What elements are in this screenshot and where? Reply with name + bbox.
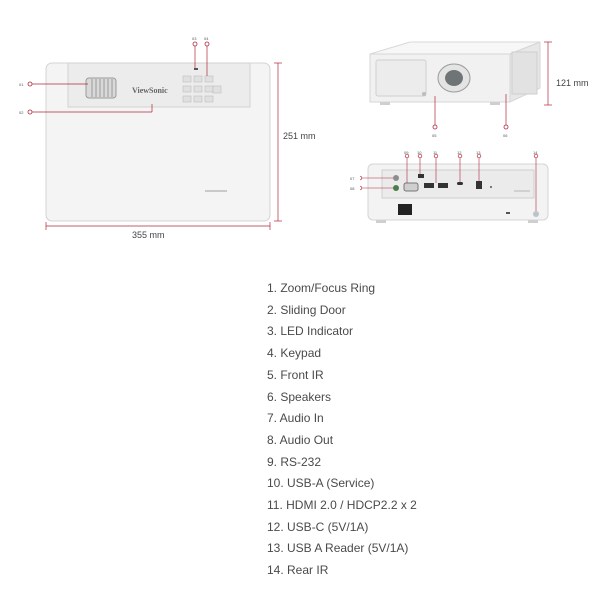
rear-logo-mark xyxy=(514,190,530,192)
callout-label-13: 13 xyxy=(476,150,481,155)
callout-label-07: 07 xyxy=(350,176,355,181)
hdmi-port-1 xyxy=(424,183,434,188)
feature-item: 14. Rear IR xyxy=(267,563,329,578)
callout-dot-07 xyxy=(360,175,363,181)
brand-logo-top: ViewSonic xyxy=(132,86,168,95)
callout-dot-12 xyxy=(457,153,463,159)
speaker-grille-front xyxy=(375,59,427,97)
feature-item: 11. HDMI 2.0 / HDCP2.2 x 2 xyxy=(267,498,417,513)
usb-c-port xyxy=(457,182,463,185)
lens-glass xyxy=(445,70,463,86)
power-socket xyxy=(398,204,412,215)
callout-dot-02 xyxy=(27,109,33,115)
feature-item: 8. Audio Out xyxy=(267,432,334,447)
front-foot-left xyxy=(380,102,390,105)
reset-hole xyxy=(490,186,492,188)
callout-label-05: 05 xyxy=(432,133,437,138)
callout-dot-03 xyxy=(192,41,198,47)
usb-a-service-port xyxy=(418,174,424,178)
rear-foot-left xyxy=(376,220,386,223)
rear-foot-right xyxy=(528,220,538,223)
feature-item: 7. Audio In xyxy=(267,411,324,426)
callout-dot-09 xyxy=(404,153,410,159)
depth-dimension-label: 251 mm xyxy=(283,131,316,141)
speaker-grille-side xyxy=(511,51,538,95)
feature-item: 6. Speakers xyxy=(267,389,332,404)
feature-item: 9. RS-232 xyxy=(267,454,322,469)
usb-a-reader-port xyxy=(476,181,482,189)
feature-item: 1. Zoom/Focus Ring xyxy=(267,281,376,295)
width-dimension-label: 355 mm xyxy=(132,230,165,240)
feature-item: 13. USB A Reader (5V/1A) xyxy=(267,541,409,556)
led-indicator xyxy=(194,68,198,70)
feature-item: 10. USB-A (Service) xyxy=(267,476,375,491)
hdmi-port-2 xyxy=(438,183,448,188)
callout-label-10: 10 xyxy=(417,150,422,155)
keypad xyxy=(182,75,222,103)
callout-label-04: 04 xyxy=(204,36,209,41)
callout-label-12: 12 xyxy=(457,150,462,155)
feature-item: 2. Sliding Door xyxy=(267,302,346,317)
callout-dot-13 xyxy=(476,153,482,159)
feature-item: 5. Front IR xyxy=(267,367,324,382)
audio-in-port xyxy=(393,175,399,181)
callout-label-06: 06 xyxy=(503,133,508,138)
callout-dot-01 xyxy=(27,81,33,87)
callout-dot-10 xyxy=(417,153,423,159)
feature-list: 1. Zoom/Focus Ring 2. Sliding Door 3. LE… xyxy=(267,278,417,582)
front-foot-right xyxy=(490,102,500,105)
callout-label-08: 08 xyxy=(350,186,355,191)
front-ir-sensor xyxy=(422,92,426,96)
bottom-logo-mark xyxy=(205,190,227,192)
rear-ir-sensor xyxy=(533,211,539,217)
callout-label-11: 11 xyxy=(433,150,438,155)
callout-label-03: 03 xyxy=(192,36,197,41)
callout-dot-14 xyxy=(533,153,539,159)
rs232-port xyxy=(403,182,419,192)
callout-dot-05 xyxy=(432,124,438,130)
feature-item: 12. USB-C (5V/1A) xyxy=(267,519,369,534)
callout-label-01: 01 xyxy=(19,82,24,87)
lens-ribs xyxy=(91,79,113,97)
zoom-focus-ring xyxy=(85,77,117,99)
kensington-slot xyxy=(506,212,510,214)
audio-out-port xyxy=(393,185,399,191)
callout-dot-04 xyxy=(204,41,210,47)
callout-dot-06 xyxy=(503,124,509,130)
feature-item: 4. Keypad xyxy=(267,346,322,361)
callout-label-09: 09 xyxy=(404,150,409,155)
feature-item: 3. LED Indicator xyxy=(267,324,354,339)
height-dimension-label: 121 mm xyxy=(556,78,589,88)
callout-dot-08 xyxy=(360,185,363,191)
callout-label-14: 14 xyxy=(533,150,538,155)
callout-dot-11 xyxy=(433,153,439,159)
callout-label-02: 02 xyxy=(19,110,24,115)
